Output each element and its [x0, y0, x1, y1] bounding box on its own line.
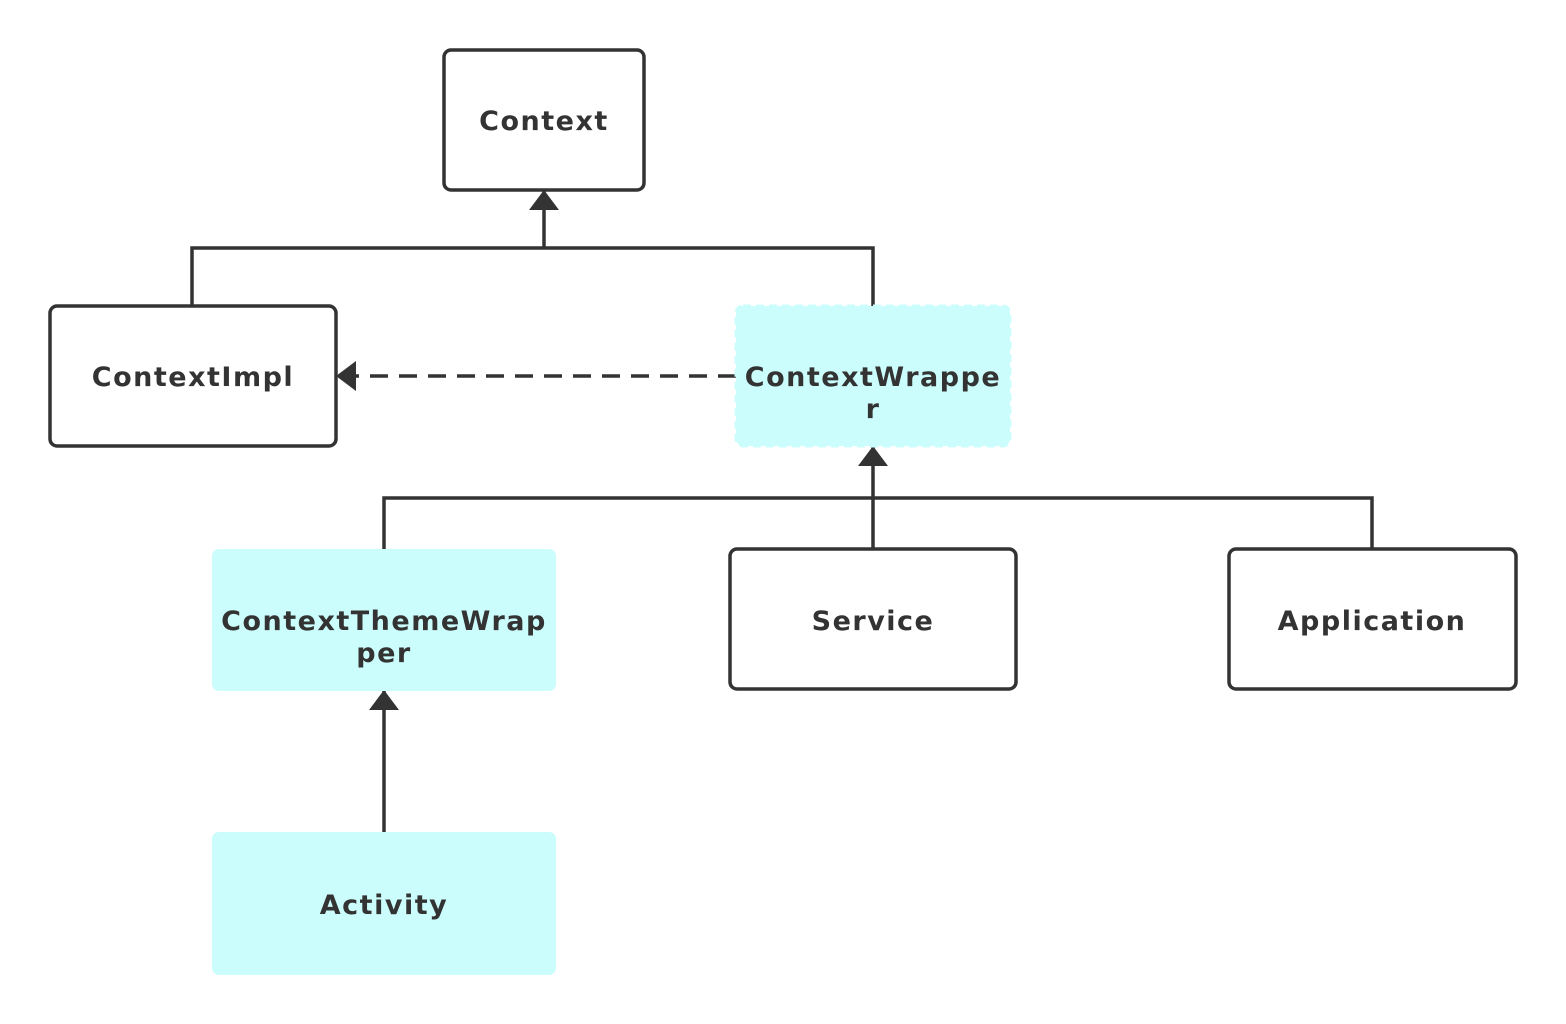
node-label: Activity	[320, 890, 448, 921]
node-service[interactable]: Service	[728, 547, 1018, 691]
node-box	[442, 48, 646, 192]
node-label-line1: ContextWrappe	[745, 362, 1001, 393]
edge-application-to-contextwrapper	[873, 496, 1374, 549]
node-activity[interactable]: Activity	[212, 832, 556, 975]
node-label: ContextImpl	[92, 362, 294, 393]
node-box	[1227, 547, 1518, 691]
node-application[interactable]: Application	[1227, 547, 1518, 691]
node-box	[728, 547, 1018, 691]
edge-contextimpl-to-context	[190, 246, 544, 306]
node-contextwrapper[interactable]: ContextWrappe r	[734, 304, 1012, 448]
edge-contextthemewrapper-to-contextwrapper	[382, 496, 873, 549]
node-contextthemewrapper[interactable]: ContextThemeWrap per	[212, 549, 556, 691]
connectors	[190, 190, 1374, 832]
node-box	[212, 832, 556, 975]
node-context[interactable]: Context	[442, 48, 646, 192]
node-box	[734, 304, 1012, 448]
node-box	[212, 549, 556, 691]
node-label-line2: r	[866, 394, 881, 425]
node-box	[48, 304, 338, 448]
node-label: Context	[479, 106, 609, 137]
node-label: Application	[1278, 606, 1467, 637]
node-contextimpl[interactable]: ContextImpl	[48, 304, 338, 448]
node-label-line2: per	[356, 638, 411, 669]
node-label: Service	[812, 606, 935, 637]
node-label-line1: ContextThemeWrap	[221, 606, 547, 637]
edge-contextwrapper-to-context	[544, 246, 875, 306]
